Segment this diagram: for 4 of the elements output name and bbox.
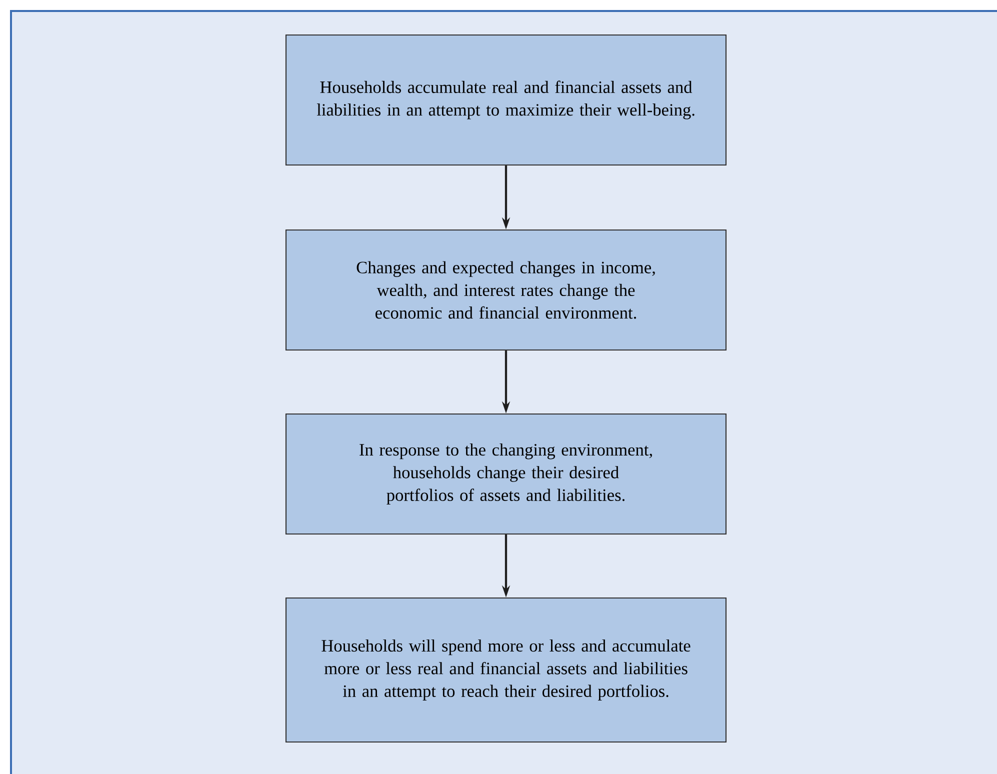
process-box: In response to the changing environment, households change their desired portfolios of assets and liabilities. xyxy=(285,413,727,535)
process-box: Changes and expected changes in income, wealth, and interest rates change the economic and financial environment. xyxy=(285,229,727,351)
process-box: Households accumulate real and financial assets and liabilities in an attempt to maximize their well-being. xyxy=(285,34,727,166)
process-box: Households will spend more or less and accumulate more or less real and financial assets and liabilities in an attempt to reach their desired portfolios. xyxy=(285,597,727,743)
